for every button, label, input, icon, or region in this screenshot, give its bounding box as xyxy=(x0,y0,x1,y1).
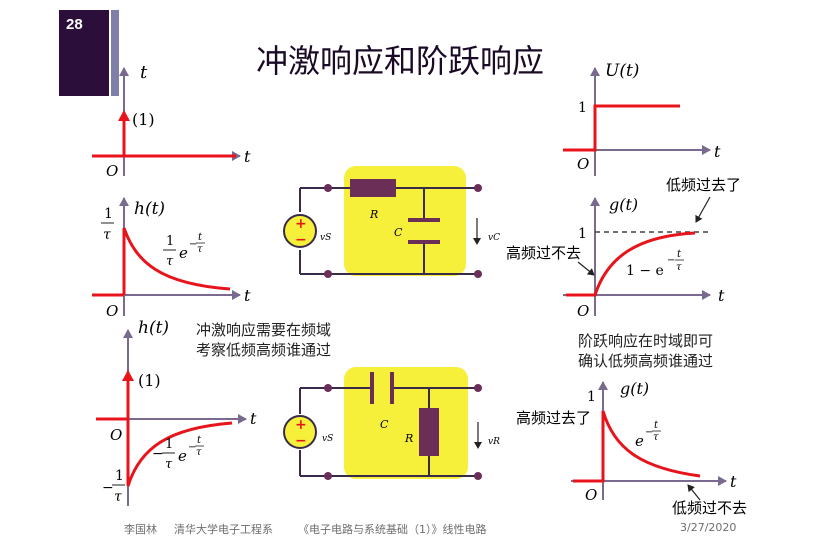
source-label: vS xyxy=(320,233,331,243)
impulse-note-line2: 考察低频高频谁通过 xyxy=(196,341,332,359)
footer-dept: 清华大学电子工程系 xyxy=(174,523,273,536)
y-axis-label: t xyxy=(140,62,148,83)
origin-label: O xyxy=(106,302,118,320)
formula-coef-num: 1 xyxy=(165,437,173,452)
svg-text:−: − xyxy=(645,427,653,438)
origin-label: O xyxy=(110,426,122,444)
footer-author: 李国林 xyxy=(124,523,157,536)
annot-low: 低频过去了 xyxy=(666,176,741,194)
rise-curve xyxy=(566,231,696,297)
impulse-note: 冲激响应需要在频域 考察低频高频谁通过 xyxy=(196,320,331,360)
voltage-source xyxy=(283,214,317,248)
formula-exp-den: τ xyxy=(196,447,202,458)
y-tick-den: τ xyxy=(103,227,111,243)
step-note-line1: 阶跃响应在时域即可 xyxy=(578,332,714,350)
g-rc-graph: g(t) t O 1 1 − e − t τ 高频过不去 低频过去了 xyxy=(506,176,741,320)
formula-base: e xyxy=(179,244,188,262)
formula-exp-den: τ xyxy=(197,244,203,255)
formula-coef-den: τ xyxy=(165,457,173,472)
origin-label: O xyxy=(577,302,589,320)
decay-curve xyxy=(122,227,231,295)
accent-bar xyxy=(111,10,119,96)
annot-high: 高频过去了 xyxy=(516,409,591,427)
y-axis-label: g(t) xyxy=(620,379,649,398)
level-label: 1 xyxy=(587,389,596,405)
impulse-weight: (1) xyxy=(138,371,161,390)
step-note-line2: 确认低频高频谁通过 xyxy=(578,352,714,370)
slide-number-box xyxy=(59,10,109,96)
x-axis-label: t xyxy=(244,147,251,166)
resistor xyxy=(419,408,439,456)
svg-text:+: + xyxy=(295,417,307,433)
x-axis-label: t xyxy=(718,286,725,305)
svg-text:−: − xyxy=(295,232,307,248)
resistor xyxy=(350,179,396,197)
annot-high: 高频过不去 xyxy=(506,244,581,262)
impulse-note-line1: 冲激响应需要在频域 xyxy=(196,321,332,339)
formula-exp-num: t xyxy=(677,249,682,260)
annot-low: 低频过不去 xyxy=(672,499,747,517)
y-axis-label: U(t) xyxy=(605,61,639,81)
svg-text:−: − xyxy=(667,255,675,266)
capacitor-label: C xyxy=(394,226,403,239)
voltage-source xyxy=(283,415,317,449)
decay-curve xyxy=(126,419,233,487)
decay-curve xyxy=(573,410,701,483)
g-cr-graph: g(t) t O 1 e − t τ 高频过去了 低频过不去 xyxy=(516,379,747,517)
origin-label: O xyxy=(577,155,589,173)
rc-circuit: + − vS R C vC xyxy=(283,166,500,278)
formula-exp-num: t xyxy=(198,232,203,243)
formula-exp-den: τ xyxy=(676,262,682,273)
level-label: 1 xyxy=(578,100,587,116)
svg-text:−: − xyxy=(189,239,197,250)
step-note: 阶跃响应在时域即可 确认低频高频谁通过 xyxy=(578,331,713,371)
h-cr-graph: h(t) t O (1) − 1 τ − 1 τ e − t τ xyxy=(96,318,257,506)
highlight-box xyxy=(344,367,468,479)
y-tick-neg-sign: − xyxy=(102,480,114,496)
formula-coef-den: τ xyxy=(166,254,174,269)
formula-prefix: 1 − e xyxy=(626,263,664,279)
output-label: vR xyxy=(488,437,500,447)
y-axis-label: h(t) xyxy=(134,199,165,219)
capacitor-label: C xyxy=(380,418,389,431)
impulse-weight: (1) xyxy=(132,110,155,129)
slide-number: 28 xyxy=(66,16,83,33)
y-tick-num: 1 xyxy=(104,206,113,222)
origin-label: O xyxy=(585,486,597,504)
level-label: 1 xyxy=(578,226,587,242)
svg-text:−: − xyxy=(295,433,307,449)
y-axis-label: g(t) xyxy=(609,195,638,214)
formula-exp-num: t xyxy=(197,435,202,446)
output-label: vC xyxy=(488,233,500,243)
source-label: vS xyxy=(322,434,333,444)
y-axis-label: h(t) xyxy=(138,318,169,338)
resistor-label: R xyxy=(404,432,413,445)
impulse-graph: t t O (1) xyxy=(92,62,251,180)
formula-coef-num: 1 xyxy=(166,234,174,249)
h-rc-graph: h(t) t O 1 τ 1 τ e − t τ xyxy=(92,197,251,320)
resistor-label: R xyxy=(369,208,378,221)
origin-label: O xyxy=(106,162,118,180)
footer-course: 《电子电路与系统基础（1）》线性电路 xyxy=(298,523,487,536)
formula-sign: − xyxy=(152,446,164,462)
formula-base: e xyxy=(178,447,187,465)
cr-circuit: + − vS C R vR xyxy=(283,367,500,480)
svg-text:−: − xyxy=(188,442,196,453)
formula-base: e xyxy=(635,432,644,450)
y-tick-neg-den: τ xyxy=(114,489,122,505)
slide-title: 冲激响应和阶跃响应 xyxy=(255,42,544,80)
x-axis-label: t xyxy=(714,142,721,161)
x-axis-label: t xyxy=(730,472,737,491)
formula-exp-den: τ xyxy=(653,432,659,443)
x-axis-label: t xyxy=(244,286,251,305)
y-tick-neg-num: 1 xyxy=(115,468,124,484)
step-curve xyxy=(563,104,680,152)
x-axis-label: t xyxy=(250,409,257,428)
formula-exp-num: t xyxy=(654,420,659,431)
svg-text:+: + xyxy=(295,216,307,232)
footer-date: 3/27/2020 xyxy=(680,521,737,534)
step-graph: U(t) t O 1 xyxy=(563,61,721,176)
